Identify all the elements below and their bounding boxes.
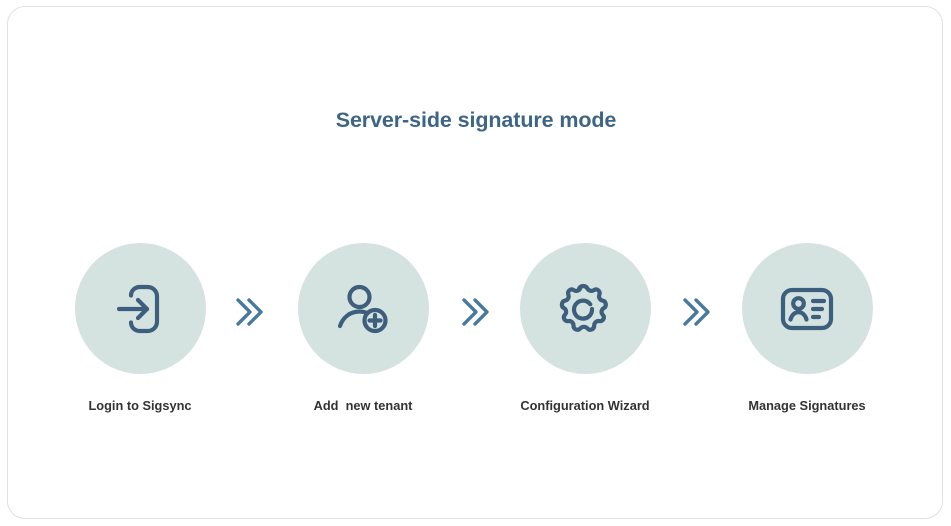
double-chevron-right-icon bbox=[236, 298, 263, 326]
step-icon-circle bbox=[741, 243, 873, 374]
process-flow: Login to Sigsync bbox=[8, 243, 944, 423]
diagram-card: Server-side signature mode Login to Sigs… bbox=[7, 6, 943, 519]
gear-icon bbox=[559, 283, 608, 332]
page-title: Server-side signature mode bbox=[335, 108, 617, 132]
add-user-icon bbox=[337, 284, 388, 333]
flow-separator-3 bbox=[673, 289, 719, 335]
id-card-icon bbox=[780, 287, 834, 330]
flow-step-login[interactable]: Login to Sigsync bbox=[50, 243, 230, 413]
login-arrow-icon bbox=[116, 284, 160, 333]
flow-separator-1 bbox=[226, 289, 272, 335]
double-chevron-right-icon bbox=[462, 298, 489, 326]
flow-step-configuration-wizard[interactable]: Configuration Wizard bbox=[495, 243, 675, 413]
step-icon-circle bbox=[74, 243, 206, 374]
flow-step-label: Configuration Wizard bbox=[520, 398, 650, 413]
double-chevron-right-icon bbox=[683, 298, 710, 326]
flow-step-label: Manage Signatures bbox=[748, 398, 866, 413]
flow-step-manage-signatures[interactable]: Manage Signatures bbox=[717, 243, 897, 413]
step-icon-circle bbox=[519, 243, 651, 374]
flow-step-label: Add new tenant bbox=[313, 398, 413, 413]
flow-step-add-tenant[interactable]: Add new tenant bbox=[273, 243, 453, 413]
flow-step-label: Login to Sigsync bbox=[88, 398, 192, 413]
step-icon-circle bbox=[297, 243, 429, 374]
flow-separator-2 bbox=[452, 289, 498, 335]
